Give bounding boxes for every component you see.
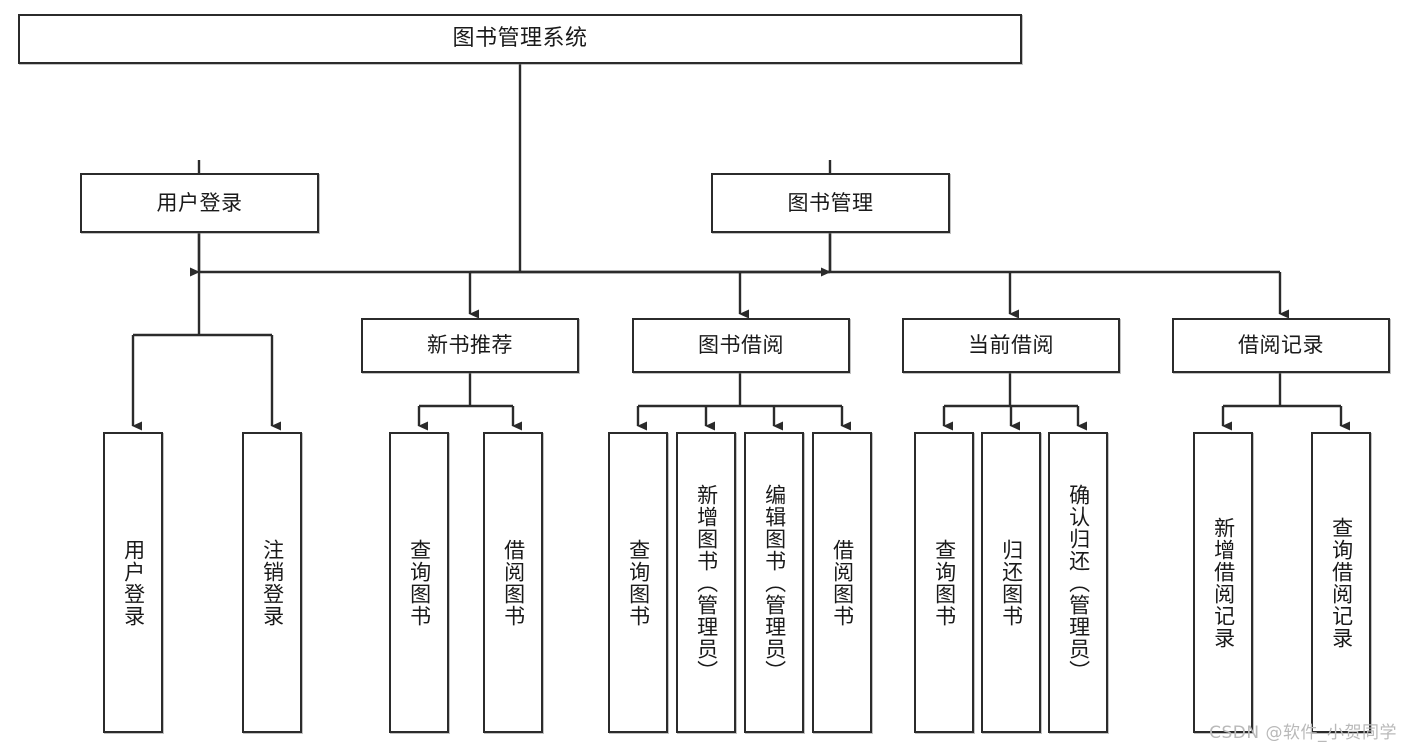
node-borrow-record-label: 借阅记录 [1238,333,1324,358]
node-leaf-query-book-2[interactable]: 查询图书 [608,432,668,733]
node-leaf-return-book-label: 归还图书 [999,538,1024,627]
node-current-borrow[interactable]: 当前借阅 [902,318,1120,373]
node-new-book-recommend-label: 新书推荐 [427,333,513,358]
node-book-manage[interactable]: 图书管理 [711,173,950,233]
node-leaf-confirm-return[interactable]: 确认归还（管理员） [1048,432,1108,733]
node-user-login[interactable]: 用户登录 [80,173,319,233]
node-leaf-borrow-book-1-label: 借阅图书 [501,538,526,627]
node-leaf-query-record-label: 查询借阅记录 [1329,516,1354,649]
node-leaf-borrow-book-2[interactable]: 借阅图书 [812,432,872,733]
node-leaf-query-book-2-label: 查询图书 [626,538,651,627]
node-leaf-user-login[interactable]: 用户登录 [103,432,163,733]
node-book-manage-label: 图书管理 [787,190,874,215]
node-user-login-label: 用户登录 [156,190,243,215]
node-leaf-edit-book-label: 编辑图书（管理员） [762,483,787,682]
watermark: CSDN @软件_小贺同学 [1209,723,1397,743]
node-leaf-return-book[interactable]: 归还图书 [981,432,1041,733]
node-leaf-borrow-book-1[interactable]: 借阅图书 [483,432,543,733]
node-leaf-query-book-1-label: 查询图书 [407,538,432,627]
node-leaf-query-book-3[interactable]: 查询图书 [914,432,974,733]
node-borrow-record[interactable]: 借阅记录 [1172,318,1390,373]
node-leaf-query-book-3-label: 查询图书 [932,538,957,627]
node-root[interactable]: 图书管理系统 [18,14,1022,64]
node-leaf-add-record-label: 新增借阅记录 [1211,516,1236,649]
node-leaf-add-book[interactable]: 新增图书（管理员） [676,432,736,733]
node-book-borrow[interactable]: 图书借阅 [632,318,850,373]
node-book-borrow-label: 图书借阅 [698,333,784,358]
node-leaf-add-record[interactable]: 新增借阅记录 [1193,432,1253,733]
node-leaf-add-book-label: 新增图书（管理员） [694,483,719,682]
node-leaf-borrow-book-2-label: 借阅图书 [830,538,855,627]
node-new-book-recommend[interactable]: 新书推荐 [361,318,579,373]
node-leaf-logout-label: 注销登录 [260,538,285,627]
node-leaf-query-book-1[interactable]: 查询图书 [389,432,449,733]
node-leaf-confirm-return-label: 确认归还（管理员） [1066,483,1091,682]
node-leaf-edit-book[interactable]: 编辑图书（管理员） [744,432,804,733]
node-leaf-user-login-label: 用户登录 [121,538,146,627]
node-leaf-query-record[interactable]: 查询借阅记录 [1311,432,1371,733]
node-root-label: 图书管理系统 [452,26,588,52]
node-current-borrow-label: 当前借阅 [968,333,1054,358]
node-leaf-logout[interactable]: 注销登录 [242,432,302,733]
